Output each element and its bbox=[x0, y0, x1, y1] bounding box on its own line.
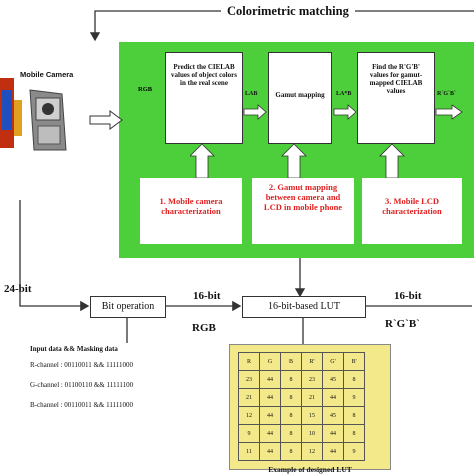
lut-cell: 9 bbox=[238, 424, 260, 443]
lut-header-cell: G bbox=[259, 352, 281, 371]
predict-cielab-box: Predict the CIELAB values of object colo… bbox=[165, 52, 243, 144]
lut-cell: 45 bbox=[322, 370, 344, 389]
input-24bit-line bbox=[19, 200, 90, 312]
lut-cell: 23 bbox=[301, 370, 323, 389]
lut-cell: 8 bbox=[280, 388, 302, 407]
bits-16-label-a: 16-bit bbox=[193, 290, 221, 302]
lut-cell: 12 bbox=[301, 442, 323, 461]
masking-row-r: R-channel : 00110011 && 11111000 bbox=[30, 361, 134, 369]
lut-example-panel: R G B R' G' B' 23 44 8 23 45 8 21 44 8 2… bbox=[229, 344, 391, 474]
table-row: 11 44 8 12 44 9 bbox=[238, 442, 365, 461]
lut-header-cell: R bbox=[238, 352, 260, 371]
lut-cell: 23 bbox=[238, 370, 260, 389]
lut-cell: 44 bbox=[322, 388, 344, 407]
bits-16-label-b: 16-bit bbox=[394, 290, 422, 302]
table-row: 12 44 8 15 45 8 bbox=[238, 406, 365, 425]
lut-cell: 8 bbox=[280, 406, 302, 425]
lut-cell: 44 bbox=[259, 442, 281, 461]
lut-header-cell: B' bbox=[343, 352, 365, 371]
diagram-title: Colorimetric matching bbox=[221, 4, 355, 19]
masking-data: Input data && Masking data R-channel : 0… bbox=[30, 345, 230, 409]
lut-cell: 15 bbox=[301, 406, 323, 425]
stage-up-arrows bbox=[190, 144, 405, 178]
lut-cell: 8 bbox=[343, 406, 365, 425]
lut-cell: 45 bbox=[322, 406, 344, 425]
lut-cell: 9 bbox=[343, 442, 365, 461]
lut-header-cell: B bbox=[280, 352, 302, 371]
lut-cell: 44 bbox=[259, 424, 281, 443]
lut-cell: 21 bbox=[301, 388, 323, 407]
lut-cell: 44 bbox=[322, 424, 344, 443]
lut-cell: 44 bbox=[322, 442, 344, 461]
process-arrows bbox=[243, 104, 463, 120]
table-row: 23 44 8 23 45 8 bbox=[238, 370, 365, 389]
stage-gamut-mapping: 2. Gamut mapping between camera and LCD … bbox=[252, 178, 354, 244]
mobile-camera-image bbox=[0, 70, 70, 160]
lut-cell: 8 bbox=[343, 370, 365, 389]
lut-cell: 44 bbox=[259, 370, 281, 389]
lut-header-cell: G' bbox=[322, 352, 344, 371]
lut-cell: 9 bbox=[343, 388, 365, 407]
lut-cell: 8 bbox=[343, 424, 365, 443]
lut-caption: Example of designed LUT bbox=[268, 465, 352, 474]
masking-row-g: G-channel : 01100110 && 11111100 bbox=[30, 381, 134, 389]
masking-title: Input data && Masking data bbox=[30, 345, 118, 353]
bit-operation-block: Bit operation bbox=[90, 296, 166, 318]
lut-cell: 12 bbox=[238, 406, 260, 425]
lut-cell: 44 bbox=[259, 388, 281, 407]
find-rgb-box: Find the R'G'B' values for gamut-mapped … bbox=[357, 52, 435, 144]
lut-cell: 8 bbox=[280, 424, 302, 443]
lut-cell: 21 bbox=[238, 388, 260, 407]
lut-header-row: R G B R' G' B' bbox=[238, 352, 365, 371]
lut-block: 16-bit-based LUT bbox=[242, 296, 366, 318]
rgb-output-signal: R`G`B` bbox=[437, 91, 456, 97]
lab-signal-2: LA*B bbox=[336, 91, 352, 97]
bits-24-label: 24-bit bbox=[4, 283, 32, 295]
lut-cell: 44 bbox=[259, 406, 281, 425]
lut-cell: 10 bbox=[301, 424, 323, 443]
lut-header-cell: R' bbox=[301, 352, 323, 371]
gamut-mapping-box: Gamut mapping bbox=[268, 52, 332, 144]
lut-cell: 11 bbox=[238, 442, 260, 461]
rgb-prime-label-lower: R`G`B` bbox=[385, 318, 420, 330]
table-row: 21 44 8 21 44 9 bbox=[238, 388, 365, 407]
stage-camera-characterization: 1. Mobile camera characterization bbox=[140, 178, 242, 244]
lab-signal-1: LAB bbox=[245, 91, 258, 97]
table-row: 9 44 8 10 44 8 bbox=[238, 424, 365, 443]
camera-to-panel-arrow bbox=[89, 110, 123, 130]
lut-cell: 8 bbox=[280, 370, 302, 389]
rgb-label-lower: RGB bbox=[192, 322, 216, 334]
masking-row-b: B-channel : 00110011 && 11111000 bbox=[30, 401, 134, 409]
lut-table: R G B R' G' B' 23 44 8 23 45 8 21 44 8 2… bbox=[238, 352, 365, 461]
rgb-input-label: RGB bbox=[138, 86, 153, 93]
stage-lcd-characterization: 3. Mobile LCD characterization bbox=[362, 178, 462, 244]
lut-cell: 8 bbox=[280, 442, 302, 461]
mobile-camera-label: Mobile Camera bbox=[20, 70, 74, 79]
